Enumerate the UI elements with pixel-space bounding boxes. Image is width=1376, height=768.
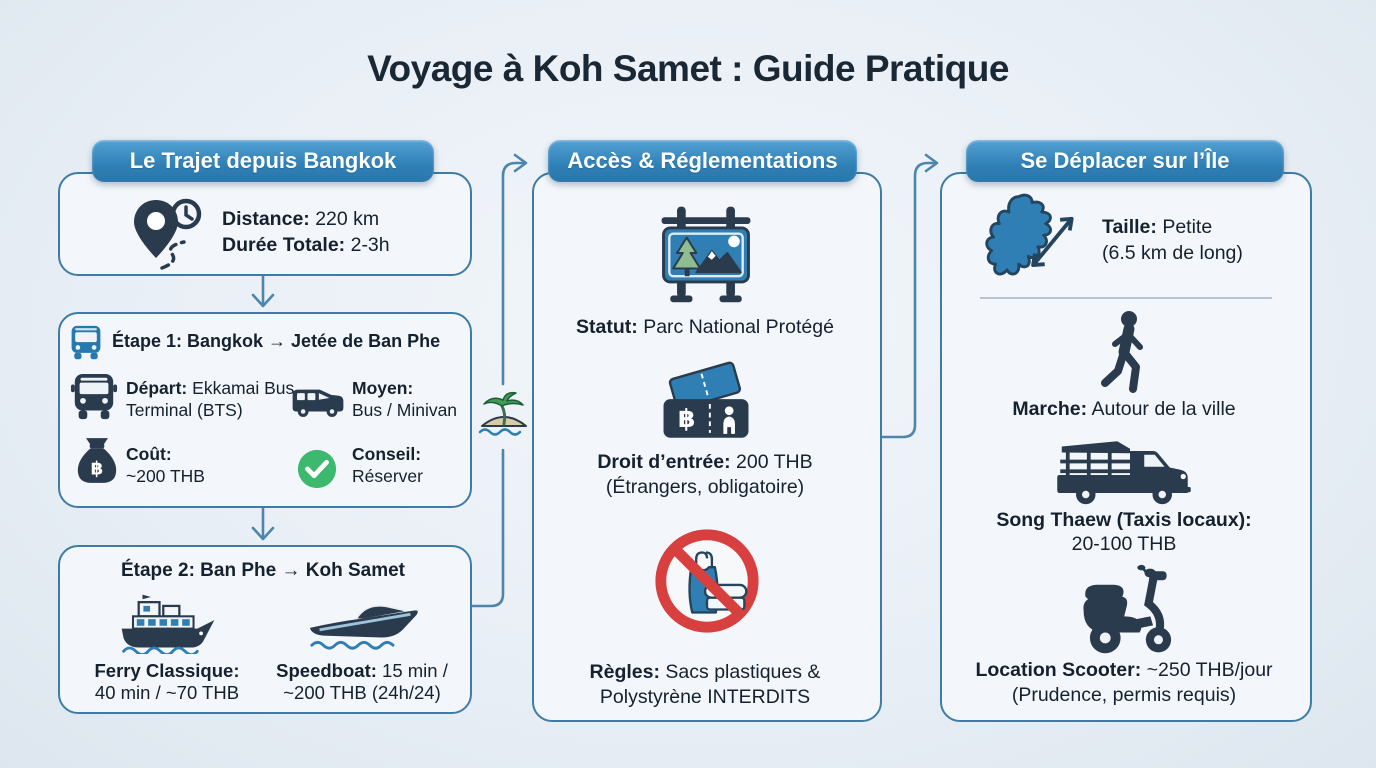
regles-label: Règles: bbox=[589, 661, 660, 683]
depart-text: Départ: Ekkamai Bus Terminal (BTS) bbox=[126, 377, 298, 421]
statut-value: Parc National Protégé bbox=[643, 316, 834, 338]
money-bag-baht-icon: ฿ bbox=[76, 436, 118, 486]
songthaew-label: Song Thaew (Taxis locaux): bbox=[996, 509, 1252, 531]
songthaew-value: 20-100 THB bbox=[1071, 533, 1177, 555]
duration-label: Durée Totale: bbox=[222, 234, 346, 256]
speedboat-label: Speedboat: bbox=[276, 660, 377, 681]
marche-text: Marche: Autour de la ville bbox=[940, 396, 1308, 422]
ferry-text: Ferry Classique: 40 min / ~70 THB bbox=[72, 660, 262, 704]
entree-label: Droit d’entrée: bbox=[597, 451, 731, 473]
scooter-value: ~250 THB/jour bbox=[1146, 659, 1273, 681]
bus-front-icon bbox=[70, 372, 118, 422]
overview-text: Distance: 220 km Durée Totale: 2-3h bbox=[222, 206, 390, 258]
cout-label: Coût: bbox=[126, 444, 172, 464]
distance-line: Distance: 220 km bbox=[222, 206, 390, 232]
songthaew-text: Song Thaew (Taxis locaux): 20-100 THB bbox=[940, 508, 1308, 556]
page-title: Voyage à Koh Samet : Guide Pratique bbox=[367, 48, 1009, 89]
ferry-icon bbox=[116, 590, 220, 654]
moyen-text: Moyen: Bus / Minivan bbox=[352, 377, 464, 421]
header-ile-label: Se Déplacer sur l’Île bbox=[1020, 148, 1230, 173]
taille-note: (6.5 km de long) bbox=[1102, 242, 1243, 264]
map-pin-clock-icon bbox=[126, 196, 212, 272]
step1-box bbox=[58, 312, 472, 508]
header-trajet-label: Le Trajet depuis Bangkok bbox=[129, 148, 397, 173]
conseil-label: Conseil: bbox=[352, 444, 422, 464]
scooter-icon bbox=[1066, 564, 1186, 656]
distance-value: 220 km bbox=[315, 208, 380, 230]
taille-label: Taille: bbox=[1102, 216, 1157, 238]
regles-value1: Sacs plastiques & bbox=[665, 661, 821, 683]
speedboat-text: Speedboat: 15 min / ~200 THB (24h/24) bbox=[264, 660, 460, 704]
statut-text: Statut: Parc National Protégé bbox=[532, 314, 878, 340]
conseil-value: Réserver bbox=[352, 466, 423, 486]
bus-icon bbox=[68, 324, 104, 362]
speedboat-value1: 15 min / bbox=[382, 660, 448, 681]
step1-title: Étape 1: Bangkok → Jetée de Ban Phe bbox=[112, 331, 441, 351]
moyen-label: Moyen: bbox=[352, 378, 414, 398]
overview-box bbox=[58, 172, 472, 276]
ferry-label: Ferry Classique: bbox=[94, 660, 240, 681]
check-circle-icon bbox=[296, 448, 338, 490]
scooter-text: Location Scooter: ~250 THB/jour (Prudenc… bbox=[940, 658, 1308, 708]
taille-value: Petite bbox=[1162, 216, 1213, 238]
header-ile-pill: Se Déplacer sur l’Île bbox=[966, 140, 1284, 182]
svg-text:฿: ฿ bbox=[91, 458, 104, 479]
statut-label: Statut: bbox=[576, 316, 638, 338]
marche-value: Autour de la ville bbox=[1091, 398, 1236, 420]
distance-label: Distance: bbox=[222, 208, 310, 230]
step2-title: Étape 2: Ban Phe → Koh Samet bbox=[120, 560, 405, 581]
entree-text: Droit d’entrée: 200 THB (Étrangers, obli… bbox=[532, 450, 878, 500]
speedboat-value2: ~200 THB (24h/24) bbox=[283, 682, 441, 703]
island-map-icon bbox=[982, 192, 1090, 290]
taille-text: Taille: Petite (6.5 km de long) bbox=[1102, 214, 1302, 266]
svg-text:฿: ฿ bbox=[678, 405, 695, 433]
walking-person-icon bbox=[1098, 310, 1154, 394]
minivan-icon bbox=[290, 381, 346, 421]
cout-text: Coût: ~200 THB bbox=[126, 443, 246, 487]
scooter-note: (Prudence, permis requis) bbox=[1011, 684, 1237, 706]
section-divider bbox=[980, 297, 1272, 299]
moyen-value: Bus / Minivan bbox=[352, 400, 458, 420]
scooter-label: Location Scooter: bbox=[975, 659, 1142, 681]
ferry-value: 40 min / ~70 THB bbox=[94, 682, 240, 703]
park-sign-icon bbox=[650, 197, 762, 309]
regles-text: Règles: Sacs plastiques & Polystyrène IN… bbox=[532, 660, 878, 710]
marche-label: Marche: bbox=[1012, 398, 1088, 420]
depart-label: Départ: bbox=[126, 378, 188, 398]
cout-value: ~200 THB bbox=[126, 466, 205, 486]
header-trajet-pill: Le Trajet depuis Bangkok bbox=[92, 140, 434, 182]
regles-value2: Polystyrène INTERDITS bbox=[599, 686, 811, 708]
no-plastic-icon bbox=[650, 524, 764, 638]
entree-note: (Étrangers, obligatoire) bbox=[605, 476, 805, 498]
speedboat-icon bbox=[306, 598, 422, 650]
entry-ticket-icon: ฿ bbox=[650, 360, 762, 446]
pickup-truck-icon bbox=[1032, 430, 1216, 508]
conseil-text: Conseil: Réserver bbox=[352, 443, 462, 487]
header-acces-pill: Accès & Réglementations bbox=[548, 140, 857, 182]
header-acces-label: Accès & Réglementations bbox=[567, 148, 838, 173]
duration-value: 2-3h bbox=[350, 234, 390, 256]
duration-line: Durée Totale: 2-3h bbox=[222, 232, 390, 258]
entree-value: 200 THB bbox=[736, 451, 813, 473]
depart-value: Ekkamai Bus Terminal (BTS) bbox=[126, 378, 295, 420]
palm-island-icon bbox=[476, 386, 532, 440]
